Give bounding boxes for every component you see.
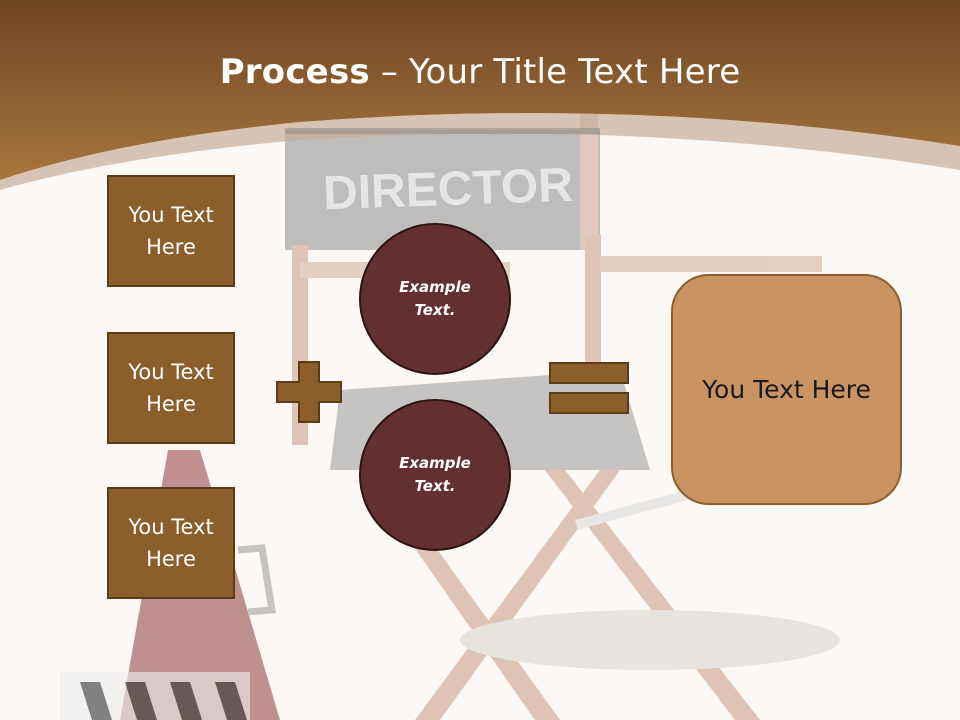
process-input-box-3[interactable]: You Text Here bbox=[107, 487, 235, 599]
title-bold: Process bbox=[219, 52, 370, 92]
process-result-box[interactable]: You Text Here bbox=[671, 274, 902, 505]
process-input-box-2[interactable]: You Text Here bbox=[107, 332, 235, 444]
chair-back-label: DIRECTOR bbox=[322, 159, 573, 221]
equals-icon bbox=[549, 362, 629, 414]
plus-icon bbox=[276, 361, 342, 423]
slide-title: Process – Your Title Text Here bbox=[0, 52, 960, 92]
process-input-box-1[interactable]: You Text Here bbox=[107, 175, 235, 287]
header-swoosh bbox=[0, 113, 960, 190]
example-circle-1[interactable]: Example Text. bbox=[359, 223, 511, 375]
example-circle-2[interactable]: Example Text. bbox=[359, 399, 511, 551]
clapperboard-illustration bbox=[60, 672, 250, 720]
header-band bbox=[0, 0, 960, 180]
title-rest: – Your Title Text Here bbox=[369, 52, 741, 92]
